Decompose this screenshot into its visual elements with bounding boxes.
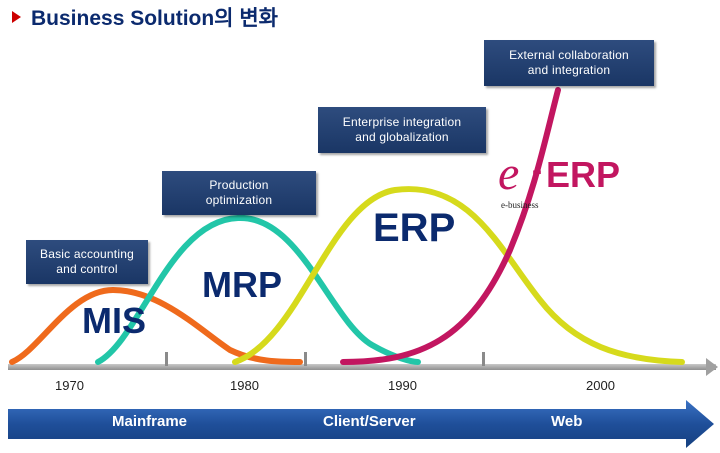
year-label: 1970 xyxy=(55,378,84,393)
box-line: and integration xyxy=(527,63,611,77)
box-line: Production xyxy=(209,178,269,192)
era-mainframe: Mainframe xyxy=(112,413,188,430)
erp-label: ERP xyxy=(373,206,456,250)
eerp-dash: - xyxy=(532,154,542,187)
eerp-label: ERP xyxy=(546,154,621,195)
mis-curve xyxy=(9,286,303,365)
box-external-collaboration: External collaboration and integration xyxy=(484,40,654,86)
era-arrow xyxy=(8,400,714,448)
title-bar: Business Solution의 변화 xyxy=(12,4,278,30)
box-enterprise-integration: Enterprise integration and globalization xyxy=(318,107,486,153)
box-production-optimization: Production optimization xyxy=(162,171,316,215)
eerp-curve xyxy=(340,87,561,365)
year-label: 1980 xyxy=(230,378,259,393)
box-line: Basic accounting xyxy=(40,247,134,261)
box-line: and globalization xyxy=(355,130,449,144)
axis-tick xyxy=(165,352,168,366)
era-web: Web xyxy=(551,413,583,430)
page-title: Business Solution의 변화 xyxy=(31,7,278,30)
box-line: and control xyxy=(56,262,118,276)
e-business-logo-icon: e xyxy=(498,147,520,200)
mrp-label: MRP xyxy=(202,264,282,305)
timeline-axis xyxy=(8,364,716,370)
box-line: optimization xyxy=(205,193,273,207)
mis-label: MIS xyxy=(82,300,147,341)
box-line: External collaboration xyxy=(509,48,629,62)
mrp-curve xyxy=(95,214,421,365)
year-label: 2000 xyxy=(586,378,615,393)
ebusiness-caption: e-business xyxy=(501,200,539,210)
axis-tick xyxy=(482,352,485,366)
erp-curve xyxy=(232,186,685,365)
triangle-bullet-icon xyxy=(12,11,21,23)
axis-tick xyxy=(304,352,307,366)
year-label: 1990 xyxy=(388,378,417,393)
era-client-server: Client/Server xyxy=(323,413,416,430)
box-line: Enterprise integration xyxy=(342,115,462,129)
timeline-axis-arrowhead xyxy=(706,358,718,376)
box-basic-accounting: Basic accounting and control xyxy=(26,240,148,284)
